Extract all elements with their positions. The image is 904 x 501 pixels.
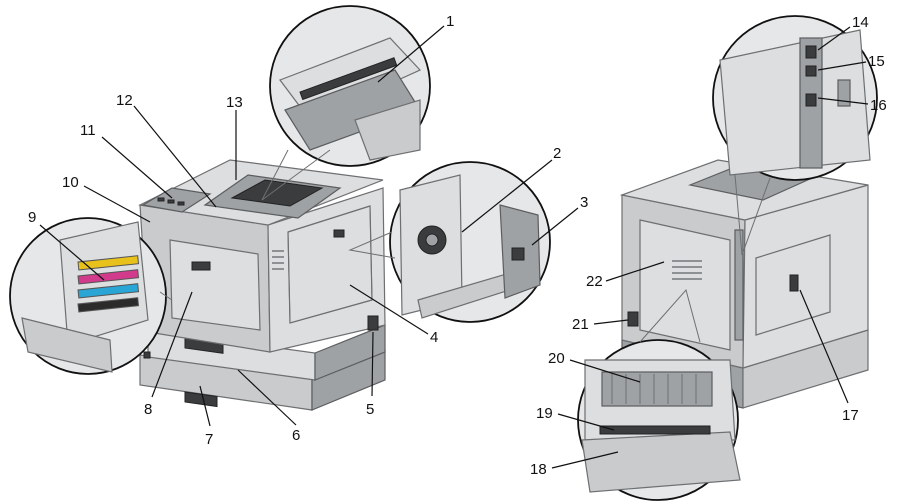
callout-15: 15 [868,53,885,70]
operator-panel [141,187,212,213]
port-15 [805,65,817,77]
fuser-detail [577,288,741,501]
output-slot [230,179,324,207]
callout-20: 20 [548,350,565,367]
waste-toner-box-window [511,247,525,261]
callout-17: 17 [842,407,859,424]
callout-11: 11 [80,122,96,139]
standard-tray-side [314,324,386,381]
rear-cover-vent [672,260,702,280]
toner-magenta [77,269,140,285]
port-cover [837,79,851,107]
top-inner-wall [354,99,421,161]
side-detail [348,161,551,323]
callout-7: 7 [205,431,213,448]
toner-yellow [77,255,140,271]
side-door-latch [333,229,345,238]
fuser-ribs [611,374,697,404]
callout-3: 3 [580,194,588,211]
duplex-guide [599,425,711,435]
callout-18: 18 [530,461,547,478]
callout-8: 8 [144,401,152,418]
interface-strip [734,229,744,341]
callout-labels: 1 2 3 4 5 6 7 8 9 10 11 12 13 14 15 16 1… [28,13,887,478]
leader-lines [39,25,869,469]
rear-side-door-handle [789,274,799,292]
ports-detail [712,15,878,256]
port-16 [805,93,817,107]
port-14 [805,45,817,59]
side-detail-wedge [348,231,396,259]
optional-tray-handle [184,391,218,408]
side-vent [272,250,284,270]
callout-19: 19 [536,405,553,422]
open-front-door [21,317,113,373]
toner-cyan [77,283,140,299]
fuser-detail-wedge [639,288,701,343]
callout-6: 6 [292,427,300,444]
ports-detail-wedge [734,174,771,256]
callout-10: 10 [62,174,79,191]
callout-9: 9 [28,209,36,226]
usb-port [143,351,151,359]
toner-detail [9,217,173,375]
front-door-button [191,261,211,271]
front-door [169,239,261,331]
front-printer [138,159,386,411]
toner-black [77,297,140,313]
callout-22: 22 [586,273,603,290]
rear-printer [619,159,869,409]
top-detail [261,5,431,201]
callout-21: 21 [572,316,589,333]
toner-bay [59,221,149,346]
callout-5: 5 [366,401,374,418]
callout-2: 2 [553,145,561,162]
callout-14: 14 [852,14,869,31]
callout-13: 13 [226,94,243,111]
callout-1: 1 [446,13,454,30]
callout-16: 16 [870,97,887,114]
power-connector [627,311,639,327]
callout-12: 12 [116,92,133,109]
rear-cover-open [581,431,741,493]
callout-4: 4 [430,329,438,346]
rear-cover [639,219,731,351]
transfer-roller [299,57,398,101]
top-detail-wedge [261,149,331,201]
operator-panel-buttons [157,197,185,206]
fuser-unit [601,371,713,407]
power-switch [367,315,379,331]
